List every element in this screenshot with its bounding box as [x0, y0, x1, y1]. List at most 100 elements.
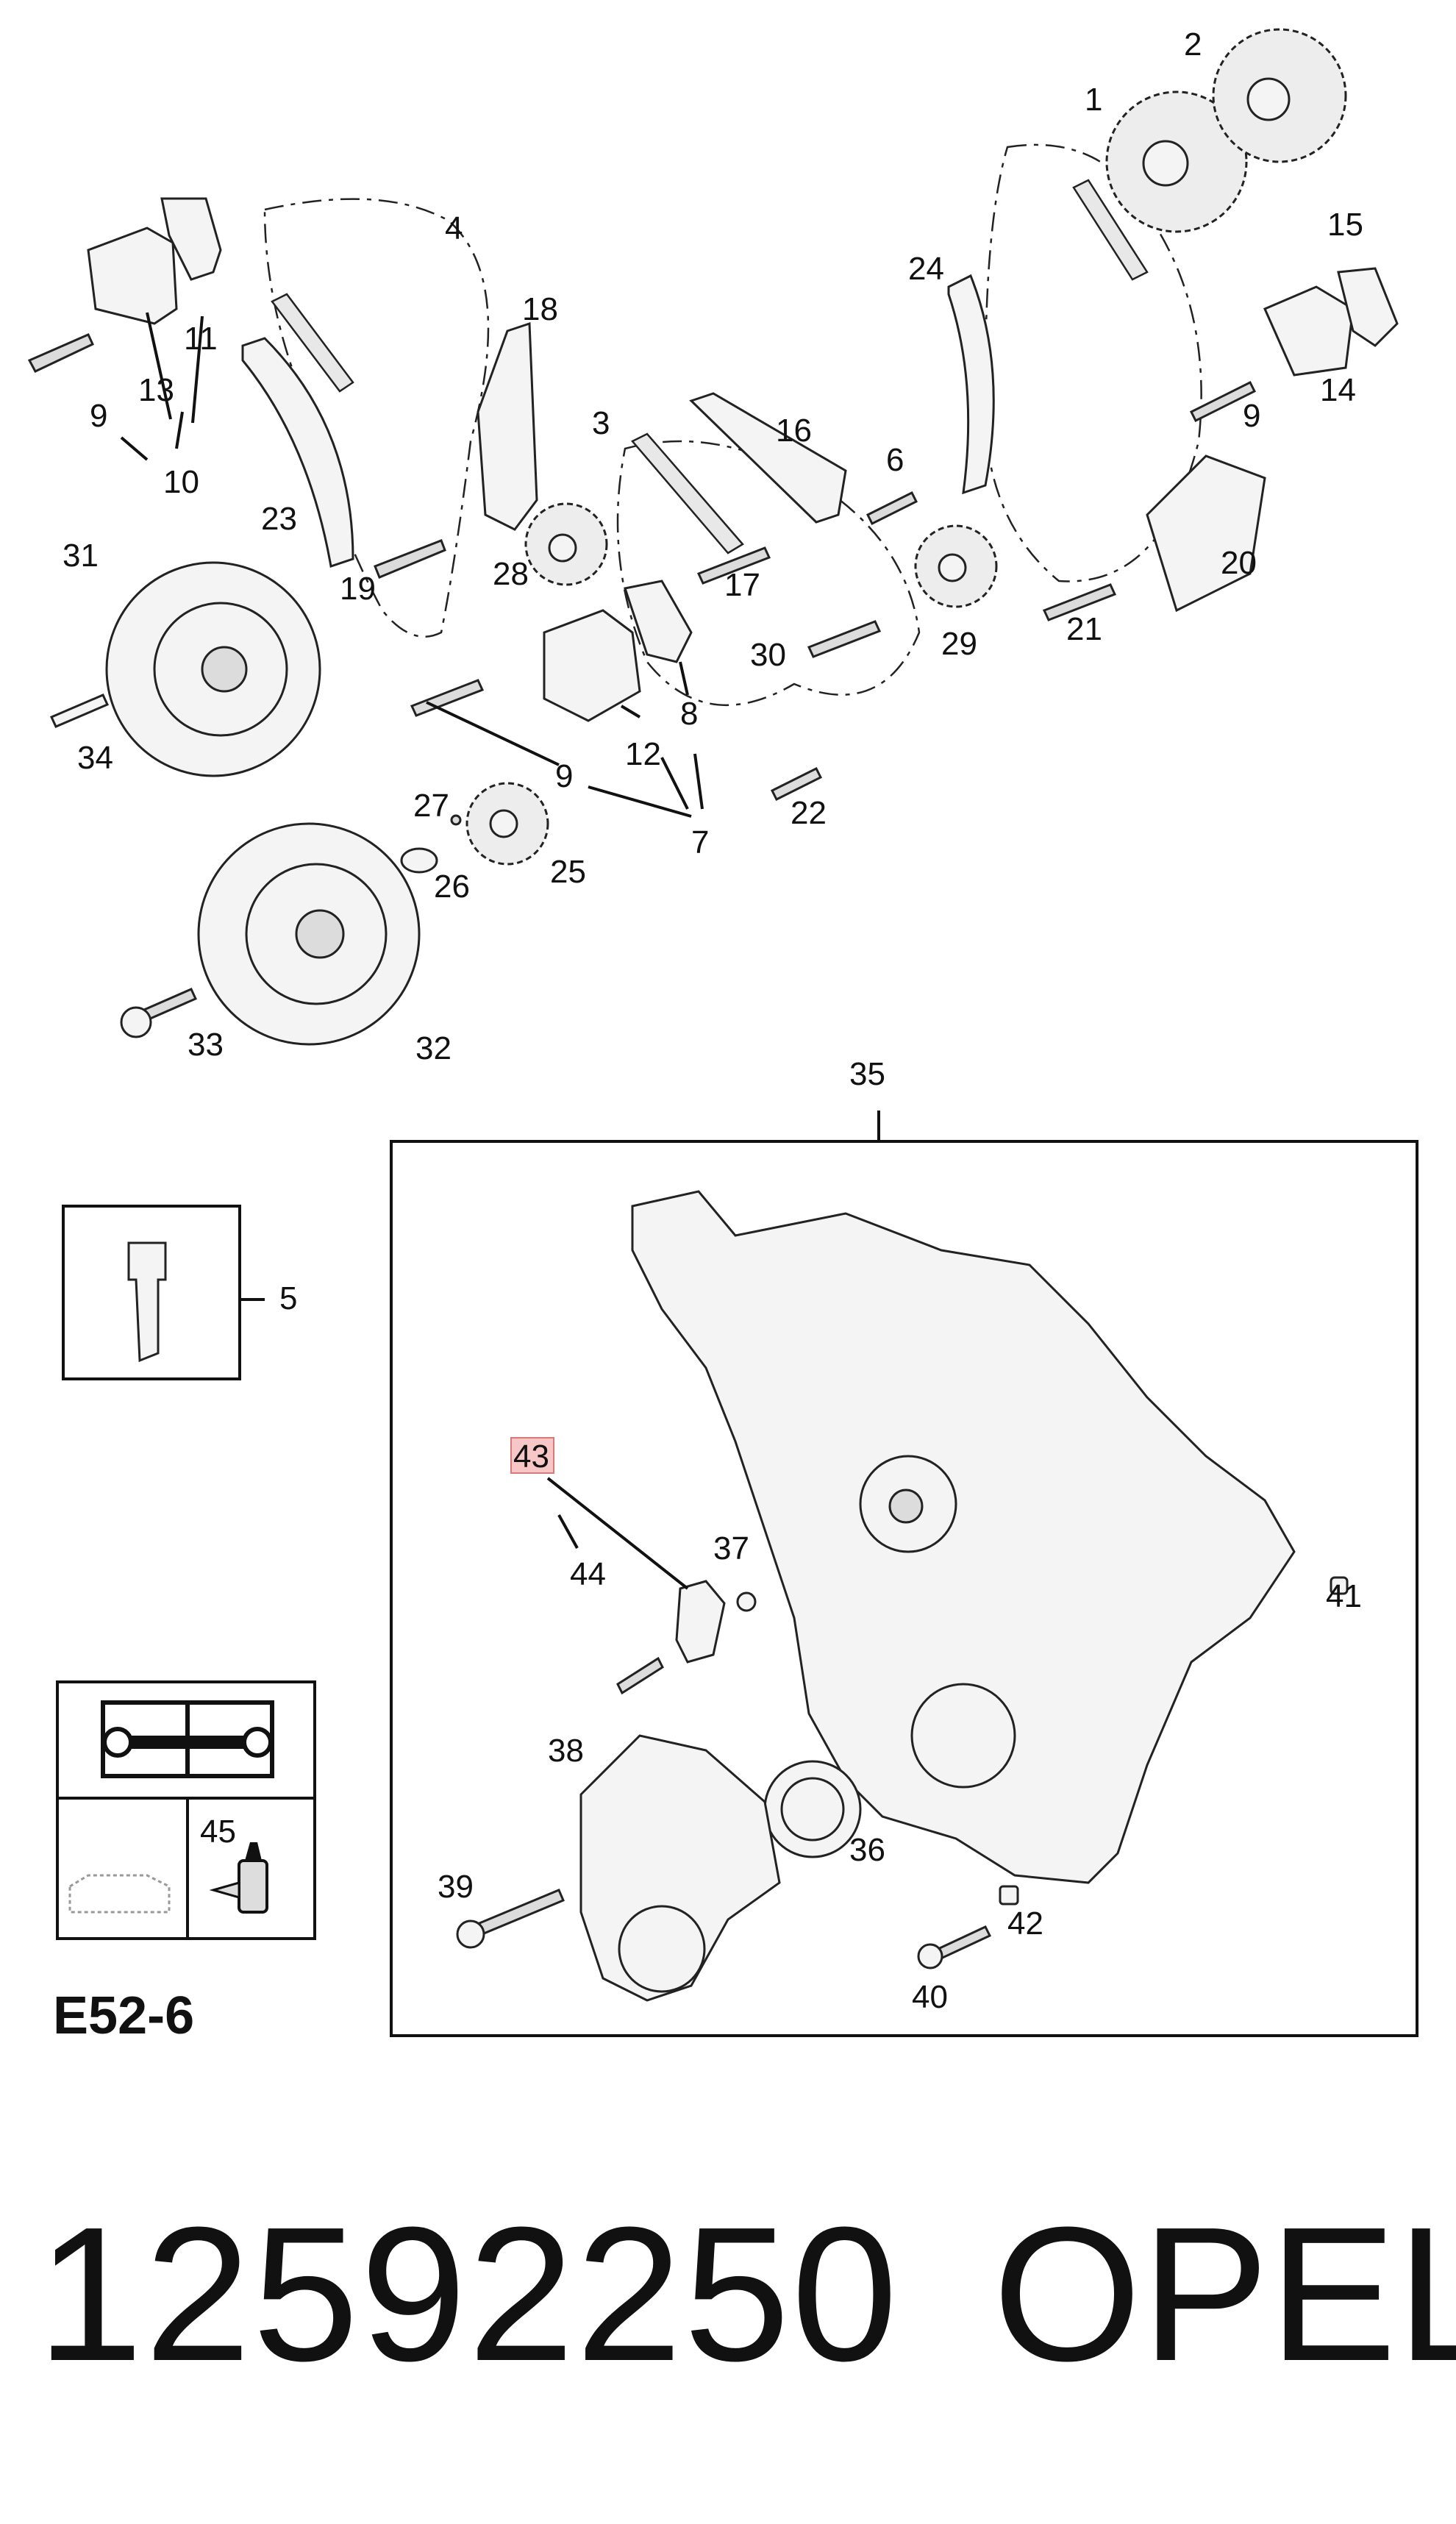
part-number: 12592250 [37, 2188, 899, 2401]
tensioner-14 [1263, 285, 1355, 377]
sprocket-1-hub [1142, 140, 1189, 187]
bolt-19 [374, 539, 446, 579]
callout-12: 12 [625, 736, 661, 772]
callout-16: 16 [776, 413, 812, 449]
sprocket-2-hub [1246, 77, 1291, 121]
callout-19: 19 [340, 571, 376, 607]
callout-28: 28 [493, 556, 529, 592]
callout-38: 38 [548, 1733, 584, 1769]
bolt-9-a [27, 333, 94, 373]
leader-lines-box35 [546, 1477, 689, 1590]
callout-4: 4 [445, 210, 463, 246]
callout-43: 43 [513, 1439, 549, 1475]
callout-27: 27 [413, 788, 449, 824]
sensor-43 [675, 1580, 726, 1664]
callout-13: 13 [138, 372, 174, 408]
guide-20 [1146, 454, 1266, 613]
pulley-32-hub [295, 909, 345, 959]
brand-name: OPEL [993, 2188, 1456, 2401]
bolt-30 [807, 620, 882, 658]
callout-11: 11 [184, 321, 218, 357]
o-ring-37 [736, 1591, 757, 1612]
callout-2: 2 [1184, 26, 1202, 63]
callout-45: 45 [200, 1814, 236, 1850]
bolt-9-c [410, 679, 485, 717]
bolt-21 [1042, 583, 1117, 621]
bolt-9-b [1189, 380, 1257, 423]
callout-39: 39 [438, 1869, 474, 1905]
callout-43-highlight [510, 1437, 554, 1474]
callout-37: 37 [713, 1530, 749, 1566]
callout-9-c: 9 [555, 758, 573, 794]
bolt-33-head [120, 1006, 152, 1038]
sealant-bottle-icon [209, 1842, 268, 1914]
callout-9-a: 9 [90, 398, 107, 434]
callout-44: 44 [570, 1556, 606, 1592]
callout-29: 29 [941, 626, 977, 662]
callout-5: 5 [279, 1280, 297, 1316]
callout-42: 42 [1007, 1906, 1043, 1942]
callout-23: 23 [261, 501, 297, 537]
manual-wrench-icon [101, 1700, 274, 1778]
callout-41: 41 [1326, 1578, 1362, 1614]
oil-pump-12 [543, 609, 641, 722]
chain-3 [631, 432, 744, 555]
callout-labels: 1 2 3 4 5 6 7 8 9 9 9 10 11 12 13 14 15 … [63, 26, 1363, 2015]
ring-26 [400, 847, 438, 874]
callout-9-b: 9 [1243, 398, 1260, 434]
detail-box-35 [390, 1140, 1418, 2037]
water-pump-center [888, 1489, 924, 1524]
bolt-6 [866, 491, 918, 526]
guide-16 [689, 392, 847, 524]
callout-1: 1 [1085, 82, 1102, 118]
bolt-39 [469, 1889, 565, 1939]
callout-14: 14 [1320, 372, 1356, 408]
bolt-5 [127, 1241, 167, 1363]
timing-cover-35 [631, 1190, 1296, 1884]
bolt-22 [770, 766, 823, 802]
callout-31: 31 [63, 538, 99, 574]
bolt-17 [696, 546, 771, 585]
gear-25-hub [489, 809, 518, 838]
leader-lines-upper [120, 312, 704, 818]
detail-box-5 [62, 1205, 241, 1380]
oil-seal-36-inner [780, 1777, 845, 1842]
callout-24: 24 [908, 251, 944, 287]
callout-18: 18 [522, 291, 558, 327]
callout-8: 8 [680, 696, 698, 732]
gasket-11 [160, 197, 222, 281]
callout-40: 40 [912, 1979, 948, 2015]
callout-10: 10 [163, 464, 199, 500]
callout-34: 34 [77, 740, 113, 776]
callout-6: 6 [886, 442, 904, 478]
guide-23 [241, 337, 354, 568]
bolt-40-head [917, 1943, 943, 1969]
crank-seal-bore [910, 1683, 1016, 1789]
callout-21: 21 [1066, 611, 1102, 647]
callout-3: 3 [592, 405, 610, 441]
bolt-44 [616, 1656, 664, 1695]
callout-33: 33 [188, 1027, 224, 1063]
callout-7: 7 [691, 824, 709, 860]
gasket-8 [624, 580, 693, 663]
key-34 [49, 694, 110, 728]
nut-42 [999, 1885, 1019, 1906]
pulley-31-hub [201, 646, 248, 693]
pin-27 [450, 814, 462, 826]
callout-32: 32 [415, 1030, 452, 1066]
callout-35: 35 [849, 1056, 885, 1092]
guide-18 [477, 321, 538, 531]
guide-24 [947, 274, 995, 495]
callout-17: 17 [724, 567, 760, 603]
bolt-39-head [456, 1919, 485, 1949]
tensioner-pulley [618, 1905, 706, 1993]
callout-15: 15 [1327, 207, 1363, 243]
gear-29-hub [938, 553, 967, 582]
chain-upper-right [1072, 179, 1149, 281]
callout-20: 20 [1221, 545, 1257, 581]
callout-22: 22 [791, 795, 827, 831]
chain-left-segment [271, 293, 354, 393]
tensioner-13 [87, 227, 178, 325]
diagram-code: E52-6 [53, 1986, 195, 2045]
